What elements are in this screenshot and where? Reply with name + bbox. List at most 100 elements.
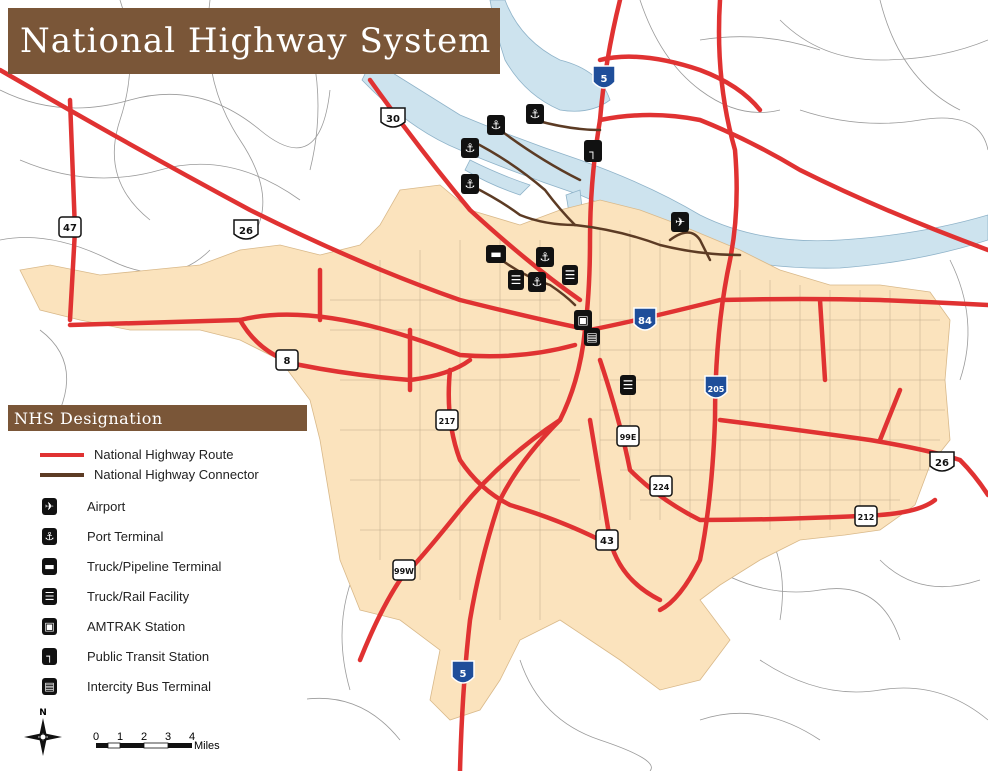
legend-item: National Highway Connector	[8, 467, 259, 482]
legend-item-label: Port Terminal	[87, 529, 164, 544]
legend-item: ▣ AMTRAK Station	[8, 618, 185, 635]
svg-text:▤: ▤	[586, 330, 597, 344]
us-shield: 26	[929, 451, 955, 472]
legend-item-label: Intercity Bus Terminal	[87, 679, 212, 694]
us-shield: 30	[380, 107, 406, 128]
state-shield: 99W	[392, 559, 416, 581]
anchor-icon: ⚓	[42, 528, 57, 545]
facility-symbols: ⚓ ⚓ ⚓ ⚓ ⚓ ⚓ ┐ ✈ ▬ ☰ ☰ ☰ ▣ ▤	[461, 104, 689, 395]
svg-text:⚓: ⚓	[465, 141, 476, 155]
port-terminal-icon: ⚓	[461, 174, 479, 194]
svg-text:⚓: ⚓	[491, 118, 502, 132]
legend-item-label: Public Transit Station	[87, 649, 210, 664]
bus-icon: ▤	[42, 678, 57, 695]
port-terminal-icon: ⚓	[461, 138, 479, 158]
truck-icon: ▬	[42, 558, 57, 575]
train-icon: ▣	[42, 618, 57, 635]
north-label: N	[39, 708, 47, 718]
airplane-icon: ✈	[671, 212, 689, 232]
legend-item-label: Airport	[87, 499, 126, 514]
shield-label: 5	[601, 74, 608, 85]
rail-facility-icon: ☰	[42, 588, 57, 605]
shield-label: 217	[439, 417, 456, 426]
svg-text:⚓: ⚓	[532, 275, 543, 289]
train-icon: ▣	[574, 310, 592, 330]
svg-text:┐: ┐	[588, 145, 596, 159]
shield-label: 84	[638, 316, 652, 327]
legend-line-swatch	[40, 472, 84, 477]
port-terminal-icon: ⚓	[536, 247, 554, 267]
north-arrow-icon: N	[24, 708, 62, 756]
legend-item: ☰ Truck/Rail Facility	[8, 588, 189, 605]
svg-text:⚓: ⚓	[530, 107, 541, 121]
svg-text:▬: ▬	[490, 247, 501, 261]
svg-text:☰: ☰	[623, 378, 634, 392]
shield-label: 224	[653, 483, 670, 492]
transit-icon: ┐	[42, 648, 57, 665]
legend-item-label: AMTRAK Station	[87, 619, 186, 634]
state-shield: 217	[435, 409, 459, 431]
svg-text:☰: ☰	[511, 273, 522, 287]
route-shields: 5 5 84 205 30 26 26 47 8 217 99E 224 43 212 99W	[58, 65, 955, 684]
scale-tick-label: 3	[165, 731, 171, 743]
shield-label: 5	[460, 669, 467, 680]
airplane-icon: ✈	[42, 498, 57, 515]
scale-unit: Miles	[194, 740, 220, 752]
state-shield: 224	[649, 475, 673, 497]
legend-line-swatch	[40, 452, 84, 457]
legend-item-label: National Highway Connector	[94, 467, 259, 482]
truck-icon: ▬	[486, 245, 506, 263]
rail-facility-icon: ☰	[620, 375, 636, 395]
legend-item-label: Truck/Pipeline Terminal	[87, 559, 222, 574]
scale-tick-label: 1	[117, 731, 123, 743]
port-terminal-icon: ⚓	[528, 272, 546, 292]
shield-label: 99W	[394, 567, 414, 576]
svg-text:▣: ▣	[577, 313, 588, 327]
interstate-shield: 84	[633, 307, 657, 331]
legend-item: ┐ Public Transit Station	[8, 648, 209, 665]
state-shield: 47	[58, 216, 82, 238]
svg-text:⚓: ⚓	[465, 177, 476, 191]
legend-item: ✈ Airport	[8, 498, 125, 515]
state-shield: 99E	[616, 425, 640, 447]
svg-text:⚓: ⚓	[540, 250, 551, 264]
rail-facility-icon: ☰	[508, 270, 524, 290]
scale-tick-label: 0	[93, 731, 99, 743]
legend-item-label: Truck/Rail Facility	[87, 589, 190, 604]
legend-item: ⚓ Port Terminal	[8, 528, 163, 545]
shield-label: 205	[708, 385, 725, 394]
legend-item: National Highway Route	[8, 447, 233, 462]
port-terminal-icon: ⚓	[526, 104, 544, 124]
state-shield: 43	[595, 529, 619, 551]
legend-item-label: National Highway Route	[94, 447, 234, 462]
shield-label: 26	[239, 226, 253, 237]
rail-facility-icon: ☰	[562, 265, 578, 285]
svg-text:✈: ✈	[675, 215, 685, 229]
legend-item: ▬ Truck/Pipeline Terminal	[8, 558, 221, 575]
scale-tick-label: 2	[141, 731, 147, 743]
shield-label: 99E	[620, 433, 637, 442]
svg-text:☰: ☰	[565, 268, 576, 282]
shield-label: 212	[858, 513, 875, 522]
state-shield: 212	[854, 505, 878, 527]
shield-label: 30	[386, 114, 400, 125]
shield-label: 8	[284, 356, 291, 367]
legend-header: NHS Designation	[8, 405, 307, 431]
bus-icon: ▤	[584, 328, 600, 346]
shield-label: 43	[600, 536, 614, 547]
scale-bar: 0 1 2 3 4 Miles	[93, 731, 220, 752]
legend-item: ▤ Intercity Bus Terminal	[8, 678, 211, 695]
interstate-shield: 5	[592, 65, 616, 89]
transit-icon: ┐	[584, 140, 602, 162]
interstate-shield: 5	[451, 660, 475, 684]
shield-label: 47	[63, 223, 77, 234]
port-terminal-icon: ⚓	[487, 115, 505, 135]
scale-tick-label: 4	[189, 731, 195, 743]
shield-label: 26	[935, 458, 949, 469]
map-title: National Highway System	[8, 8, 500, 74]
us-shield: 26	[233, 219, 259, 240]
state-shield: 8	[275, 349, 299, 371]
city-streets	[330, 230, 945, 620]
